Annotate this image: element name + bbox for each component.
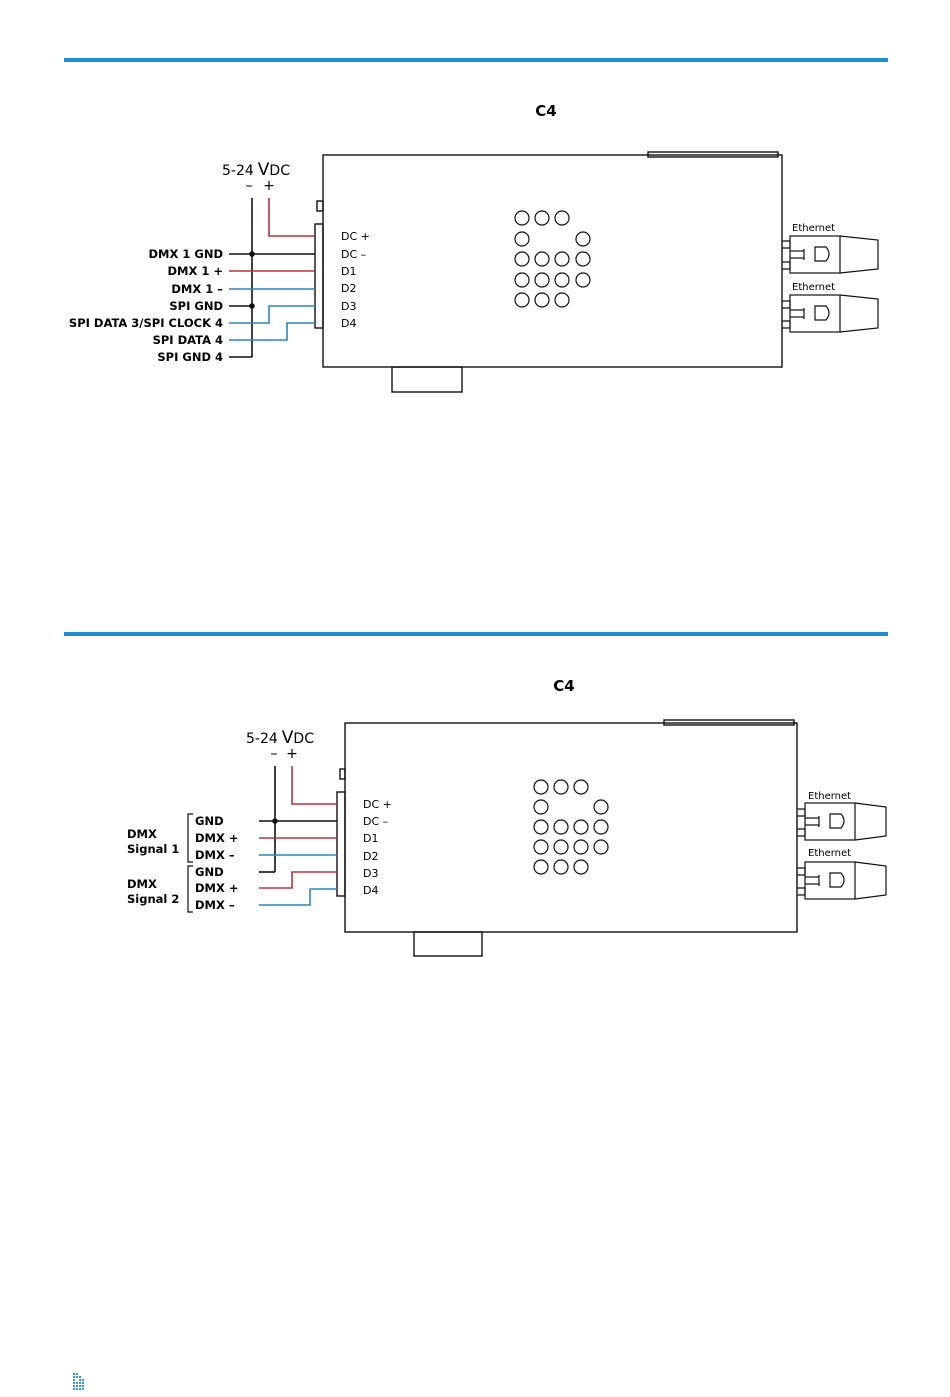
ethernet-port-4 (797, 862, 886, 899)
pin-label: D1 (363, 832, 378, 845)
pin-label: D2 (363, 850, 378, 863)
pin-label: D3 (363, 867, 378, 880)
group-label-1: DMX (127, 827, 157, 841)
wire-label: DMX 1 GND (149, 247, 223, 261)
wire-label: SPI GND 4 (157, 350, 223, 364)
ethernet-port-2 (782, 295, 878, 332)
junction-dot (249, 251, 255, 257)
ethernet-label: Ethernet (808, 791, 851, 802)
group-label-2: DMX (127, 877, 157, 891)
device-title-2: C4 (553, 677, 574, 695)
pin-label: D2 (341, 282, 356, 295)
ethernet-label: Ethernet (792, 282, 835, 293)
ethernet-label: Ethernet (808, 848, 851, 859)
dot-logo-icon (73, 1373, 84, 1390)
wires-2 (259, 766, 337, 905)
led-grid-2 (534, 780, 608, 874)
wire-label: DMX 1 – (171, 282, 223, 296)
junction-dot (272, 818, 278, 824)
wire-label: SPI DATA 4 (153, 333, 223, 347)
ethernet-port-3 (797, 803, 886, 840)
section-rule-2 (64, 632, 888, 636)
pin-label: D1 (341, 265, 356, 278)
wires-1 (229, 198, 315, 357)
wire-label: DMX – (195, 848, 235, 862)
wire-label: DMX 1 + (167, 264, 223, 278)
pin-label: D4 (363, 884, 378, 897)
power-plus-1: + (263, 178, 275, 194)
pin-label: DC – (363, 815, 388, 828)
device-title-1: C4 (535, 102, 556, 120)
wire-label: SPI DATA 3/SPI CLOCK 4 (69, 316, 223, 330)
group-brackets (188, 814, 193, 912)
section-rule-1 (64, 58, 888, 62)
group-label-2: Signal 2 (127, 892, 179, 906)
device-body-1 (315, 152, 782, 392)
pin-label: D3 (341, 300, 356, 313)
ethernet-label: Ethernet (792, 223, 835, 234)
pin-label: DC – (341, 248, 366, 261)
junction-dot (249, 303, 255, 309)
led-grid-1 (515, 211, 590, 307)
pin-label: DC + (341, 230, 370, 243)
power-minus-2: – (271, 746, 278, 762)
wire-label: GND (195, 814, 224, 828)
power-plus-2: + (286, 746, 298, 762)
wire-label: DMX + (195, 881, 239, 895)
pin-label: D4 (341, 317, 356, 330)
wire-label: DMX + (195, 831, 239, 845)
wire-label: SPI GND (169, 299, 223, 313)
wire-label: GND (195, 865, 224, 879)
device-body-2 (337, 720, 797, 956)
ethernet-port-1 (782, 236, 878, 273)
wire-label: DMX – (195, 898, 235, 912)
group-label-1: Signal 1 (127, 842, 179, 856)
power-minus-1: – (246, 178, 253, 194)
pin-label: DC + (363, 798, 392, 811)
